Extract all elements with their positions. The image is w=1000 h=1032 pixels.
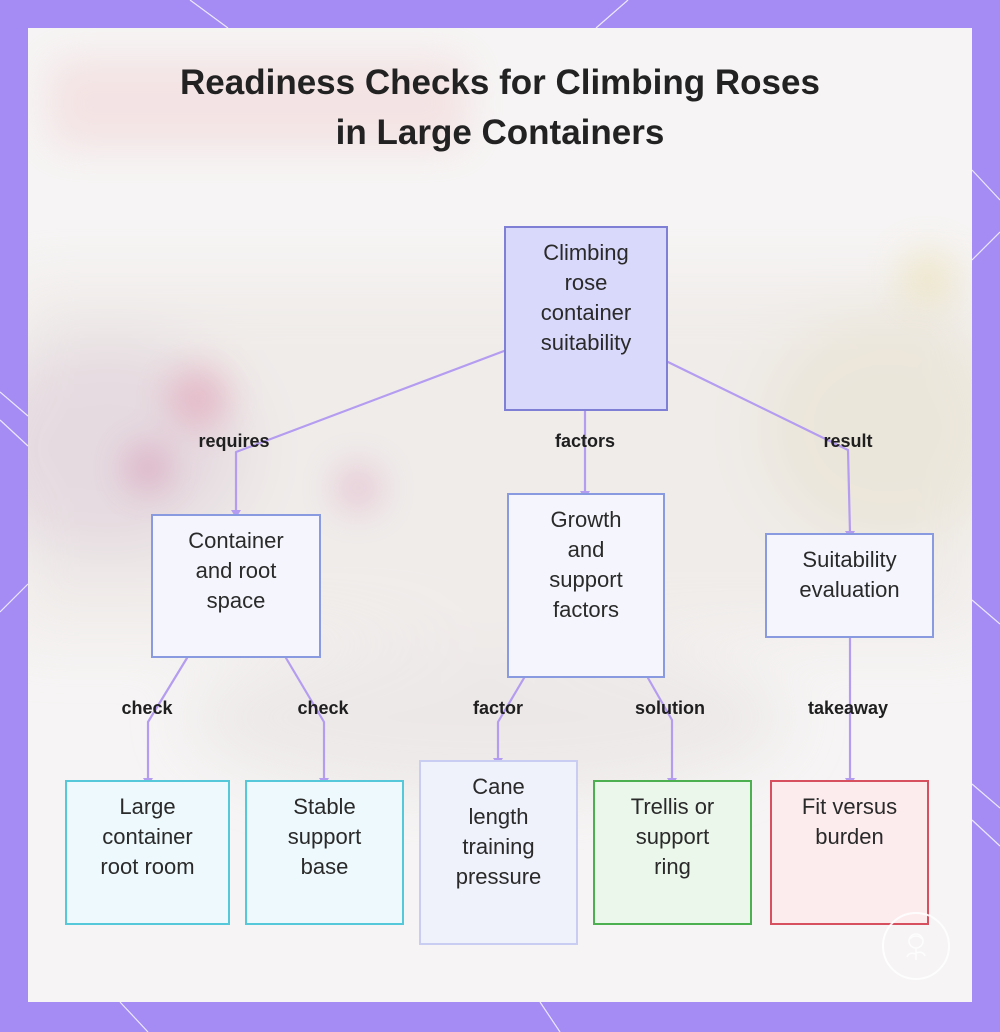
edge-factor xyxy=(496,676,526,762)
node-cane-length-line: Cane xyxy=(472,774,525,799)
edge-label-requires: requires xyxy=(198,431,270,451)
edge-result xyxy=(666,360,852,535)
node-trellis-line: ring xyxy=(654,854,691,879)
node-suitability-evaluation-line: evaluation xyxy=(799,577,900,602)
edge-label-factor: factor xyxy=(472,698,524,718)
blurred-background-photo xyxy=(28,58,972,798)
node-stable-base-line: Stable xyxy=(293,794,356,819)
title-line-2: in Large Containers xyxy=(335,113,665,152)
edge-check-right xyxy=(284,656,326,782)
node-large-container: Large container root room xyxy=(65,780,230,925)
rose-seal-icon xyxy=(882,912,950,980)
node-root-line: rose xyxy=(564,270,608,295)
node-cane-length-line: length xyxy=(468,804,529,829)
node-suitability-evaluation-line: Suitability xyxy=(802,547,897,572)
node-root-line: Climbing xyxy=(543,240,629,265)
node-suitability-evaluation: Suitability evaluation xyxy=(765,533,934,638)
title-line-1: Readiness Checks for Climbing Roses xyxy=(180,63,820,102)
edge-check-left xyxy=(146,656,189,782)
edge-label-result: result xyxy=(823,431,873,451)
node-stable-base: Stable support base xyxy=(245,780,404,925)
node-fit-burden-line: burden xyxy=(815,824,884,849)
node-stable-base-line: base xyxy=(300,854,349,879)
node-fit-burden: Fit versus burden xyxy=(770,780,929,925)
node-large-container-line: container xyxy=(102,824,193,849)
node-growth-support-line: factors xyxy=(552,597,619,622)
edge-label-factors: factors xyxy=(554,431,616,451)
node-container-space-line: and root xyxy=(195,558,277,583)
node-container-space-line: Container xyxy=(188,528,284,553)
edge-label-solution: solution xyxy=(635,698,705,718)
node-root: Climbing rose container suitability xyxy=(504,226,668,411)
rose-icon xyxy=(906,933,926,960)
node-container-space: Container and root space xyxy=(151,514,321,658)
edge-requires xyxy=(234,349,506,514)
node-container-space-line: space xyxy=(206,588,266,613)
node-stable-base-line: support xyxy=(287,824,362,849)
diagram-title: Readiness Checks for Climbing Roses in L… xyxy=(0,58,1000,158)
node-large-container-line: root room xyxy=(100,854,195,879)
node-cane-length-line: pressure xyxy=(455,864,542,889)
node-cane-length-line: training xyxy=(462,834,535,859)
node-growth-support-line: Growth xyxy=(550,507,622,532)
edge-label-check-left: check xyxy=(121,698,173,718)
node-growth-support: Growth and support factors xyxy=(507,493,665,678)
node-trellis: Trellis or support ring xyxy=(593,780,752,925)
node-root-line: suitability xyxy=(540,330,632,355)
edge-solution xyxy=(646,676,674,782)
node-growth-support-line: and xyxy=(567,537,605,562)
node-trellis-line: support xyxy=(635,824,710,849)
node-large-container-line: Large xyxy=(119,794,176,819)
node-root-line: container xyxy=(540,300,632,325)
edge-label-check-right: check xyxy=(297,698,349,718)
node-growth-support-line: support xyxy=(549,567,623,592)
node-cane-length: Cane length training pressure xyxy=(419,760,578,945)
node-fit-burden-line: Fit versus xyxy=(801,794,898,819)
node-trellis-line: Trellis or xyxy=(630,794,715,819)
edge-label-takeaway: takeaway xyxy=(807,698,889,718)
